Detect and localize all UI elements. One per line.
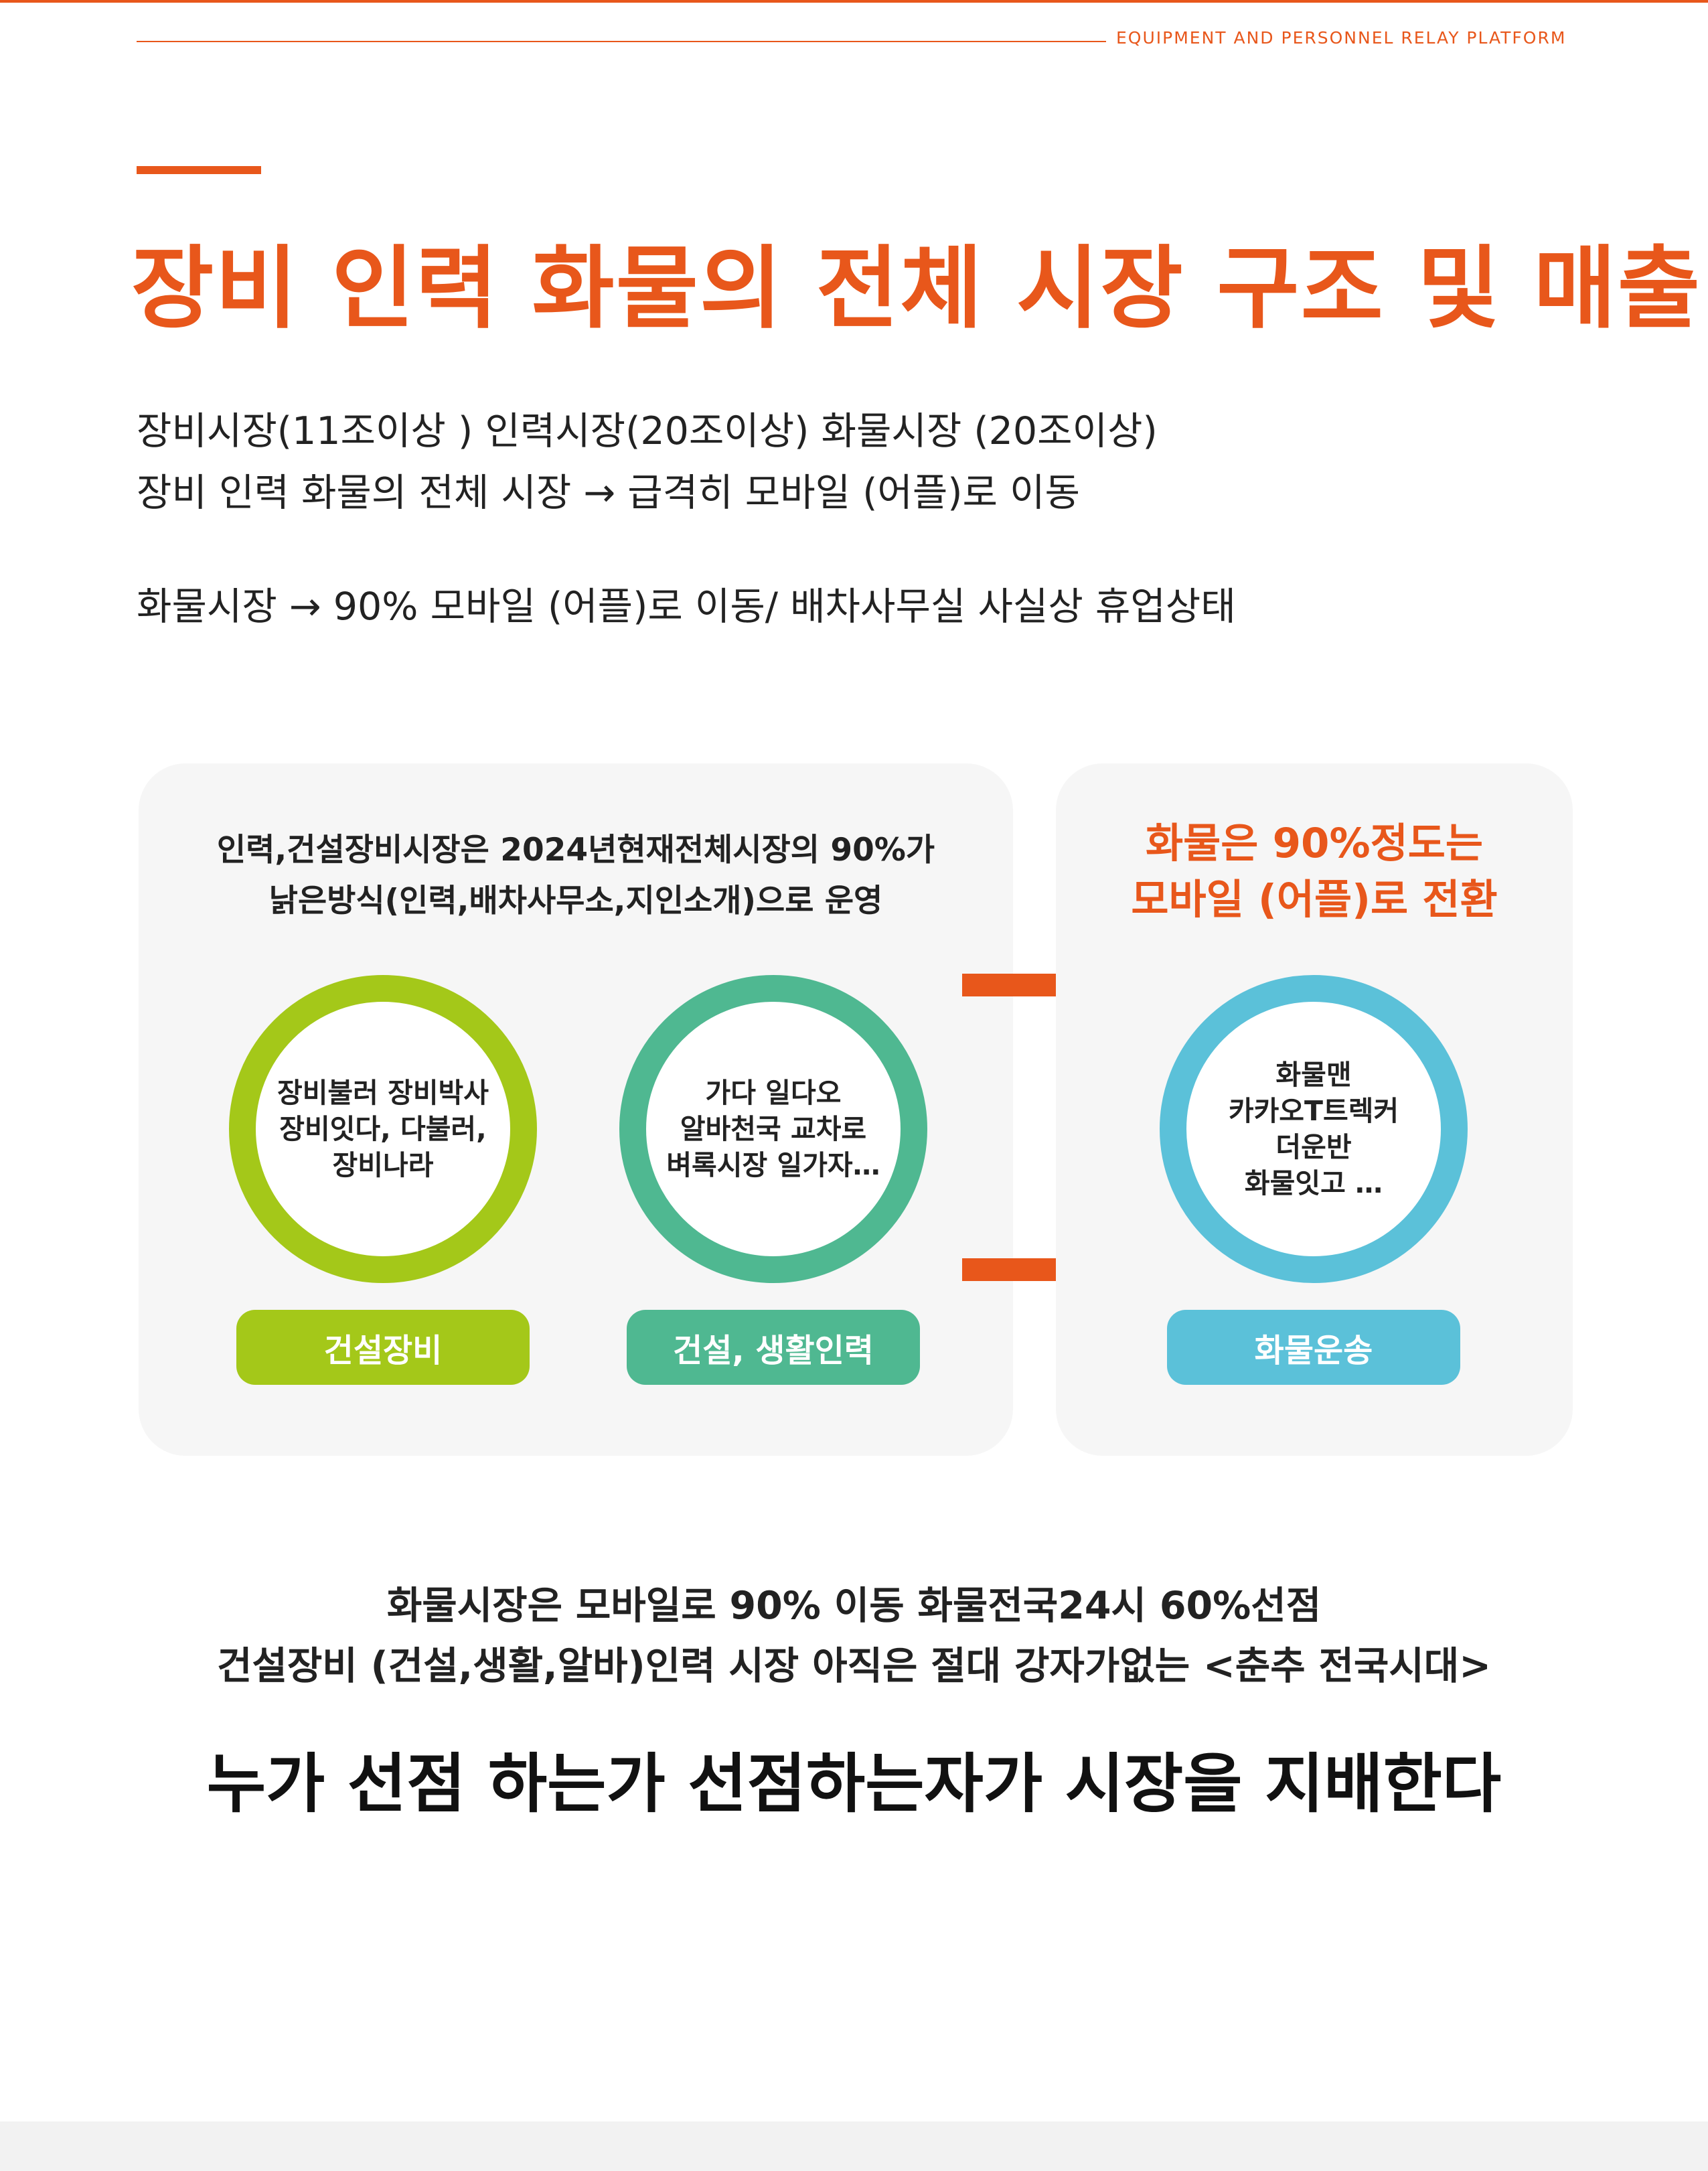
equipment-apps-line: 장비불러 장비박사	[277, 1077, 489, 1109]
equipment-apps-line: 장비나라	[332, 1149, 434, 1181]
summary-line-1: 화물시장은 모바일로 90% 이동 화물전국24시 60%선점	[386, 1584, 1322, 1628]
freight-apps-line: 카카오T트렉커	[1228, 1095, 1399, 1127]
construction-equipment-label: 건설장비	[236, 1310, 530, 1385]
labor-apps-circle: 가다 일다오 알바천국 교차로 벼록시장 일가자…	[619, 975, 927, 1283]
summary-line-2: 건설장비 (건설,생활,알바)인력 시장 아직은 절대 강자가없는 <춘추 전국…	[216, 1644, 1492, 1688]
construction-labor-label: 건설, 생활인력	[627, 1310, 920, 1385]
freight-apps-circle: 화물맨 카카오T트렉커 더운반 화물잇고 …	[1160, 975, 1468, 1283]
intro-line-1: 장비시장(11조이상 ) 인력시장(20조이상) 화물시장 (20조이상)	[137, 409, 1158, 453]
freight-transport-label: 화물운송	[1167, 1310, 1460, 1385]
freight-apps-line: 화물잇고 …	[1244, 1167, 1383, 1199]
equipment-apps-line: 장비잇다, 다불러,	[279, 1113, 487, 1145]
equipment-apps-circle: 장비불러 장비박사 장비잇다, 다불러, 장비나라	[229, 975, 537, 1283]
freight-apps-line: 화물맨	[1275, 1059, 1352, 1091]
right-panel-caption-2: 모바일 (어플)로 전환	[1131, 876, 1498, 923]
header-rule	[137, 41, 1106, 42]
labor-apps-line: 가다 일다오	[705, 1077, 842, 1109]
intro-line-2: 장비 인력 화물의 전체 시장 → 급격히 모바일 (어플)로 이동	[137, 471, 1080, 515]
right-panel-caption-1: 화물은 90%정도는	[1146, 820, 1483, 867]
top-accent-bar	[0, 0, 1708, 3]
labor-apps-line: 알바천국 교차로	[680, 1113, 867, 1145]
title-accent-bar	[137, 166, 261, 174]
left-panel-caption-2: 낡은방식(인력,배차사무소,지인소개)으로 운영	[268, 883, 883, 919]
labor-apps-line: 벼록시장 일가자…	[666, 1149, 880, 1181]
freight-apps-line: 더운반	[1275, 1131, 1352, 1163]
footer-band	[0, 2121, 1708, 2171]
intro-line-3: 화물시장 → 90% 모바일 (어플)로 이동/ 배차사무실 사실상 휴업상태	[137, 585, 1236, 629]
left-panel-caption-1: 인력,건설장비시장은 2024년현재전체시장의 90%가	[216, 832, 935, 869]
platform-tagline: EQUIPMENT AND PERSONNEL RELAY PLATFORM	[1116, 28, 1567, 48]
page-title: 장비 인력 화물의 전체 시장 구조 및 매출	[131, 236, 1702, 341]
closing-slogan: 누가 선점 하는가 선점하는자가 시장을 지배한다	[206, 1746, 1502, 1821]
